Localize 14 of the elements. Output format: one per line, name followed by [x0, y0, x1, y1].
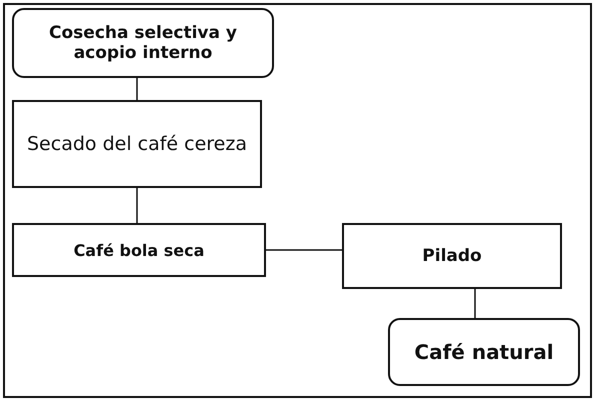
connector-line — [266, 249, 342, 251]
node-label: Pilado — [421, 246, 483, 266]
connector-line — [474, 289, 476, 318]
node-label: Café bola seca — [72, 240, 206, 260]
rounded-box — [12, 8, 274, 78]
connector-line — [136, 78, 138, 100]
node-label: Café natural — [413, 340, 555, 364]
process-box — [12, 223, 266, 277]
rounded-box — [388, 318, 580, 386]
connector-line — [136, 188, 138, 223]
process-box — [342, 223, 562, 289]
node-label: Cosecha selectiva y acopio interno — [48, 23, 238, 63]
process-box — [12, 100, 262, 188]
node-label: Secado del café cereza — [26, 133, 248, 155]
